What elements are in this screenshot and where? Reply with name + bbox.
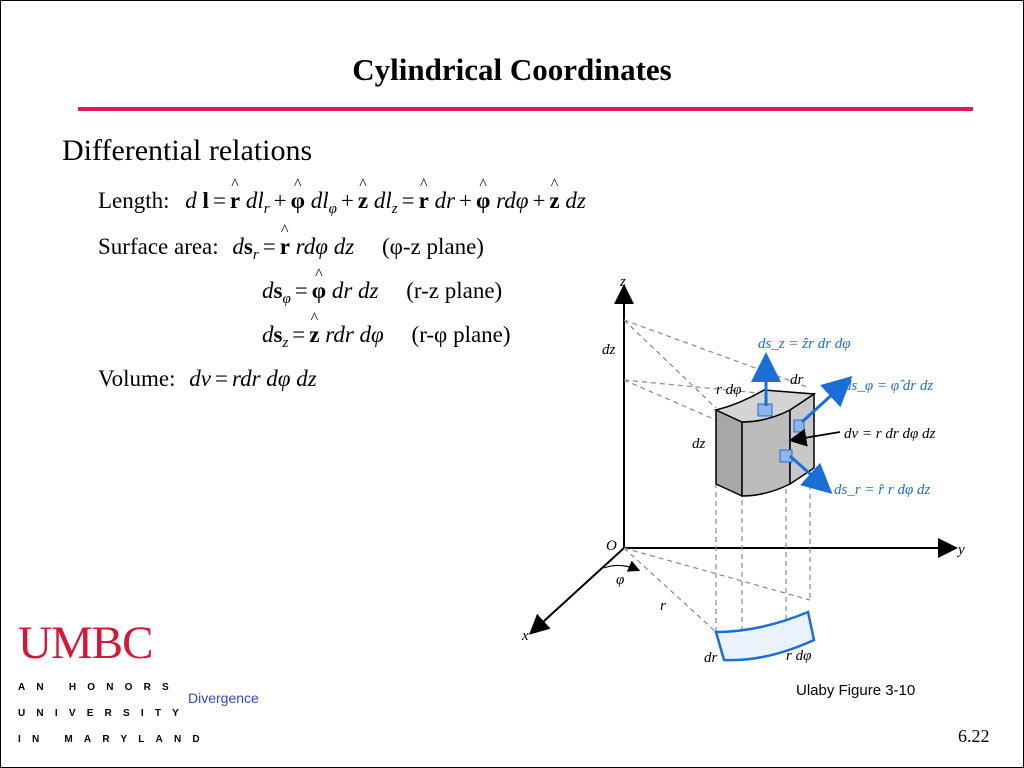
length-equation: Length: d l=r dlr+φ dlφ+z dlz=r dr+φ rdφ…	[98, 188, 586, 218]
tagline-line-3: IN MARYLAND	[18, 734, 211, 745]
slide-title: Cylindrical Coordinates	[352, 52, 672, 87]
dv-arrow	[788, 428, 841, 447]
dr-bottom-label: dr	[704, 650, 718, 666]
ds-z-label: ds_z = ẑr dr dφ	[758, 336, 851, 352]
ds-phi-label: ds_φ = φ̂ dr dz	[844, 378, 933, 394]
ds-r-label: ds_r = r̂ r dφ dz	[834, 482, 931, 498]
length-label: Length:	[98, 188, 170, 213]
x-axis	[529, 547, 625, 635]
dr-top-label: dr	[790, 372, 804, 388]
z-axis-label: z	[619, 274, 626, 290]
plane-r-z: (r-z plane)	[406, 278, 503, 303]
title-rule	[78, 107, 973, 111]
surface-equation-z: dsz=z rdr dφ (r-φ plane)	[262, 322, 511, 352]
volume-equation: Volume: dv=rdr dφ dz	[98, 366, 317, 391]
r-dphi-top-label: r dφ	[716, 382, 741, 398]
plane-phi-z: (φ-z plane)	[381, 234, 484, 259]
section-heading: Differential relations	[62, 134, 313, 167]
page-number: 6.22	[958, 726, 990, 746]
x-axis-label: x	[521, 628, 529, 644]
umbc-wordmark: UMBC	[18, 617, 153, 669]
plane-r-phi: (r-φ plane)	[411, 322, 511, 347]
surface-label: Surface area:	[98, 234, 219, 259]
r-label: r	[660, 598, 666, 614]
volume-label: Volume:	[98, 366, 176, 391]
dz-axis-label: dz	[602, 342, 616, 358]
divergence-link[interactable]: Divergence	[188, 690, 259, 706]
y-axis-label: y	[956, 542, 965, 558]
ds-r-arrow	[788, 454, 833, 495]
umbc-logo: UMBC AN HONORS UNIVERSITY IN MARYLAND	[18, 620, 211, 745]
cylindrical-volume-figure: z y x O φ dz dz r dφ dr r dr r dφ ds_z =…	[521, 274, 965, 666]
base-projection	[714, 610, 816, 662]
r-dphi-bottom-label: r dφ	[786, 648, 811, 664]
figure-credit: Ulaby Figure 3-10	[796, 682, 916, 699]
dz-block-label: dz	[692, 436, 706, 452]
tagline-line-2: UNIVERSITY	[18, 708, 191, 719]
surface-equation-phi: dsφ=φ dr dz (r-z plane)	[262, 278, 502, 308]
phi-arc	[603, 560, 641, 572]
tagline-line-1: AN HONORS	[18, 682, 180, 693]
origin-label: O	[606, 538, 617, 554]
surface-equation-r: Surface area: dsr=r rdφ dz (φ-z plane)	[98, 234, 484, 264]
phi-label: φ	[616, 572, 624, 588]
dv-label: dv = r dr dφ dz	[844, 426, 936, 442]
ds-phi-arrow	[800, 375, 853, 424]
